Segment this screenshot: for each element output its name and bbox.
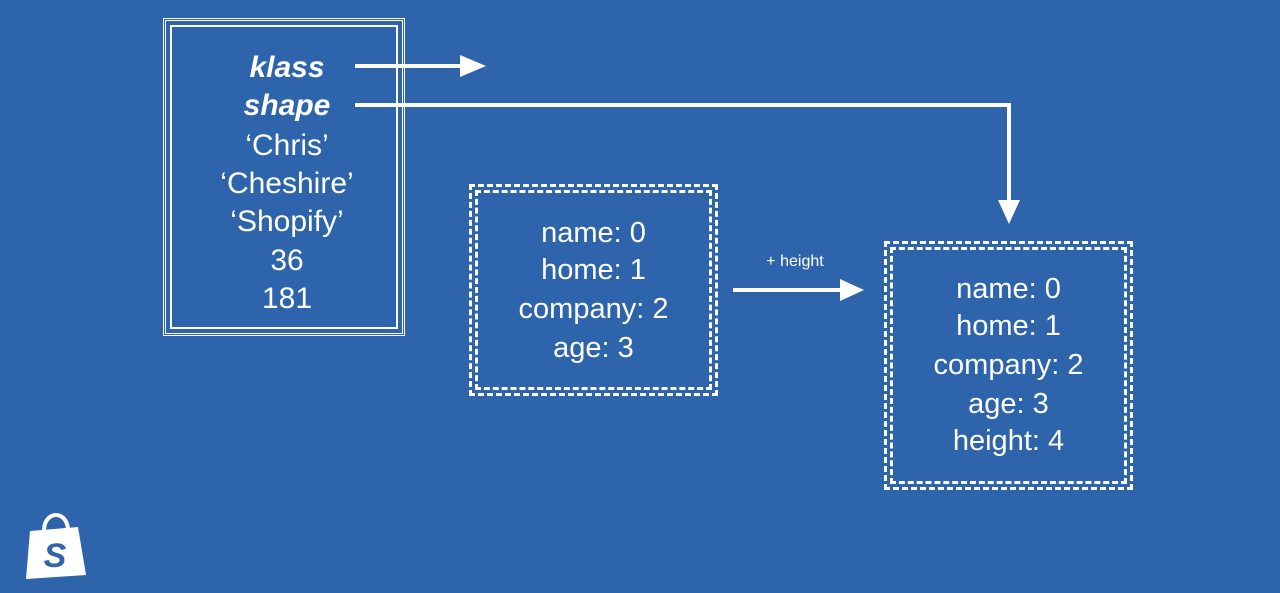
object-box: klass shape ‘Chris’ ‘Cheshire’ ‘Shopify’…: [163, 18, 405, 336]
transition-label: + height: [766, 253, 824, 270]
shape-after-entry: name: 0: [956, 273, 1061, 305]
shape-after-entry: age: 3: [968, 388, 1049, 420]
shape-before-inner-border: [475, 190, 712, 390]
object-value-height: 181: [261, 282, 313, 315]
klass-pointer-label: klass: [249, 51, 325, 84]
shape-before-entry: age: 3: [553, 332, 634, 364]
shape-after-entry: company: 2: [933, 349, 1084, 381]
shape-after-box: name: 0 home: 1 company: 2 age: 3 height…: [884, 241, 1133, 490]
shape-before-entry: name: 0: [541, 217, 646, 249]
shape-before-entry: company: 2: [518, 293, 669, 325]
shape-before-entry: home: 1: [541, 254, 646, 286]
shape-before-box: name: 0 home: 1 company: 2 age: 3: [469, 184, 718, 396]
object-value-age: 36: [270, 244, 304, 277]
shopify-bag-icon: S: [26, 513, 86, 579]
shape-after-outer-border: [884, 241, 1133, 490]
object-value-home: ‘Cheshire’: [220, 167, 354, 200]
object-value-company: ‘Shopify’: [230, 205, 344, 238]
object-box-inner-border: [170, 25, 398, 329]
shape-after-entry: height: 4: [952, 425, 1065, 457]
shape-after-inner-border: [890, 247, 1127, 484]
klass-arrow: [355, 55, 486, 77]
shopify-logo-letter: S: [44, 537, 67, 575]
transition-arrow: [733, 279, 864, 301]
object-value-name: ‘Chris’: [245, 129, 329, 162]
shape-arrow: [355, 103, 1020, 224]
shape-before-outer-border: [469, 184, 718, 396]
shape-pointer-label: shape: [243, 89, 331, 122]
shape-after-entry: home: 1: [956, 310, 1061, 342]
